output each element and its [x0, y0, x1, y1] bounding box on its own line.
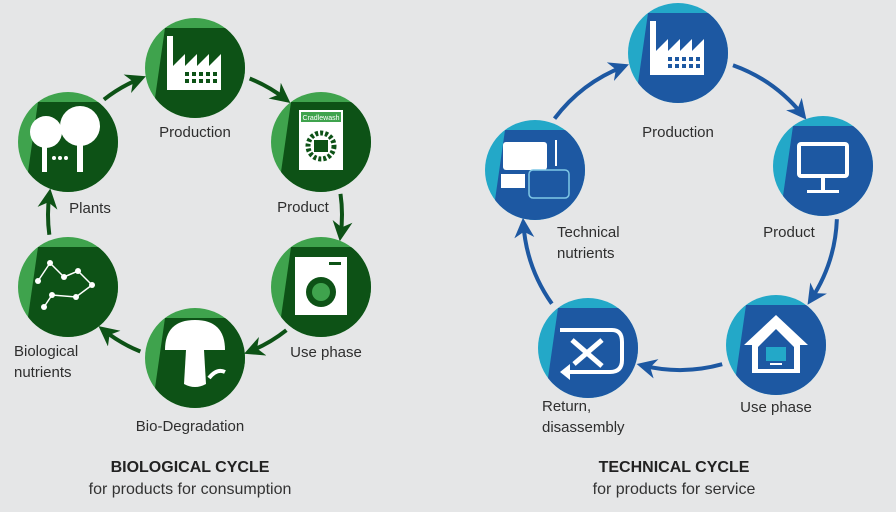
tech-cycle-arrow	[636, 359, 723, 379]
tech-label-use-phase: Use phase	[740, 399, 812, 416]
label-line: nutrients	[557, 245, 615, 262]
label-line: nutrients	[14, 364, 72, 381]
tech-node-return-disassembly	[538, 298, 638, 398]
svg-text:Cradlewash: Cradlewash	[303, 115, 340, 122]
trees-icon	[30, 106, 100, 172]
bio-cycle-arrow	[37, 188, 58, 236]
tech-node-technical-nutrients	[485, 120, 585, 220]
mushroom-icon	[165, 320, 226, 387]
bio-label-biological-nutrients: Biological nutrients	[14, 341, 78, 383]
bio-cycle-arrow	[248, 76, 291, 103]
bio-cycle-arrow	[102, 74, 146, 102]
bio-cycle-arrow	[244, 328, 288, 356]
washing-machine-icon	[295, 257, 347, 315]
bio-node-production	[145, 18, 245, 118]
bio-node-biological-nutrients	[18, 237, 118, 337]
tech-label-production: Production	[642, 124, 714, 141]
bio-node-product: Cradlewash	[271, 92, 371, 192]
technical-cycle-caption: TECHNICAL CYCLE for products for service	[593, 457, 756, 501]
tech-node-use-phase	[726, 295, 826, 395]
bio-label-production: Production	[159, 124, 231, 141]
bio-label-product: Product	[277, 199, 329, 216]
tech-cycle-arrow	[732, 63, 807, 120]
tech-cycle-arrow	[552, 62, 629, 120]
tech-node-production	[628, 3, 728, 103]
label-line: Technical	[557, 224, 620, 241]
bio-node-bio-degradation	[145, 308, 245, 408]
label-line: Biological	[14, 343, 79, 360]
molecule-icon	[35, 260, 95, 310]
tech-label-product: Product	[763, 224, 815, 241]
tech-node-product	[773, 116, 873, 216]
bio-node-use-phase	[271, 237, 371, 337]
technical-cycle-title: TECHNICAL CYCLE	[598, 459, 750, 476]
bio-label-plants: Plants	[69, 200, 111, 217]
devices-icon	[501, 140, 570, 199]
biological-cycle-caption: BIOLOGICAL CYCLE for products for consum…	[89, 457, 292, 501]
biological-cycle-subtitle: for products for consumption	[88, 481, 292, 498]
detergent-box-icon: Cradlewash	[299, 110, 343, 170]
technical-cycle-subtitle: for products for service	[592, 481, 756, 498]
label-line: disassembly	[542, 419, 625, 436]
label-line: Return,	[542, 398, 592, 415]
bio-label-bio-degradation: Bio-Degradation	[135, 418, 245, 435]
factory-icon	[167, 36, 221, 90]
bio-node-plants	[18, 92, 118, 192]
bio-label-use-phase: Use phase	[290, 344, 362, 361]
tech-cycle-arrow	[514, 217, 554, 305]
tools-icon	[560, 328, 624, 380]
tech-label-return-disassembly: Return, disassembly	[542, 396, 625, 438]
tech-label-technical-nutrients: Technical nutrients	[557, 222, 620, 264]
house-monitor-icon	[744, 315, 808, 373]
factory-icon	[650, 21, 704, 75]
bio-cycle-arrow	[332, 193, 353, 242]
biological-cycle-title: BIOLOGICAL CYCLE	[110, 459, 270, 476]
monitor-icon	[797, 142, 849, 193]
bio-cycle-arrow	[98, 326, 142, 354]
tech-cycle-arrow	[807, 219, 839, 305]
